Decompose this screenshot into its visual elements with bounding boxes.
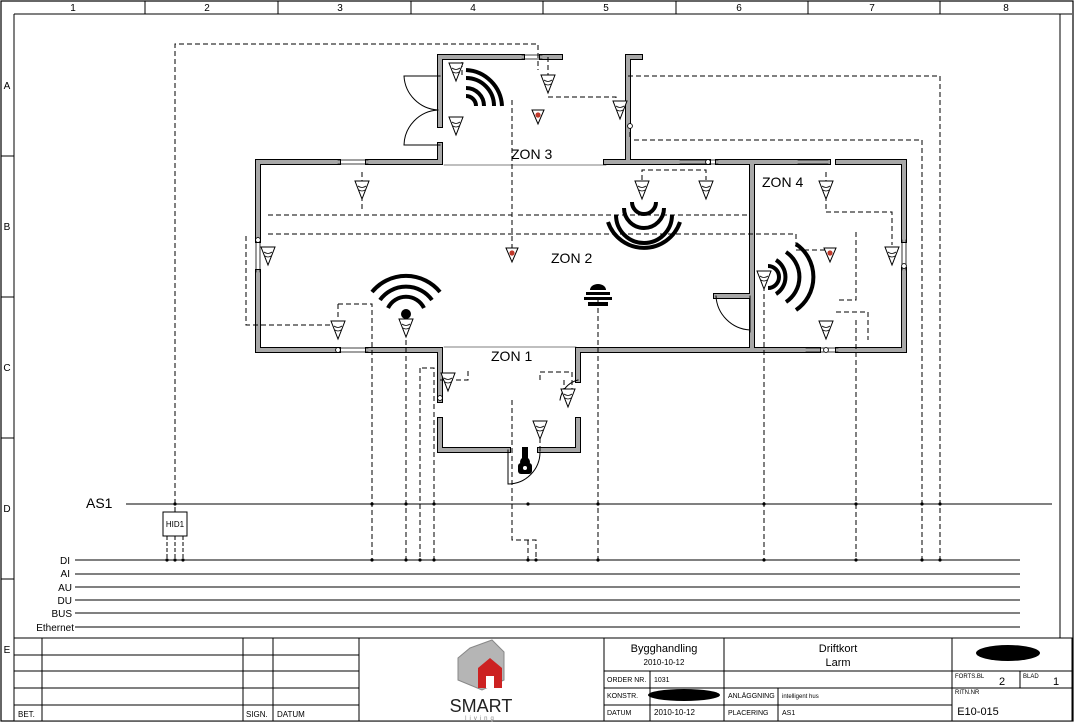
- redacted-name: [648, 689, 720, 701]
- zone-labels: ZON 3 ZON 4 ZON 2 ZON 1: [491, 146, 803, 364]
- door-contact-icon: [705, 159, 711, 165]
- ritnr-value: E10-015: [957, 706, 999, 718]
- datum-value: 2010-10-12: [654, 708, 695, 717]
- zone-label-3: ZON 3: [511, 146, 552, 162]
- order-label: ORDER NR.: [607, 677, 646, 684]
- wireless-icon: [370, 274, 442, 319]
- order-value: 1031: [654, 677, 670, 684]
- smoke-detector-icon: [531, 109, 545, 125]
- placering-label: PLACERING: [728, 710, 768, 717]
- document-type: Bygghandling: [631, 643, 698, 655]
- bet-label: BET.: [18, 710, 35, 719]
- pir-detector-icon: [884, 246, 900, 266]
- pir-detector-icon: [560, 388, 576, 408]
- pir-detector-icon: [818, 320, 834, 340]
- bus-line-label: DU: [58, 596, 72, 607]
- pir-detector-icon: [532, 420, 548, 440]
- logo-sub-text: living: [465, 716, 497, 722]
- smoke-detector-icon: [505, 247, 519, 263]
- blad-value: 1: [1053, 676, 1059, 688]
- pir-detector-icon: [448, 62, 464, 82]
- door-contact-icon: [823, 347, 829, 353]
- bus-line-label: BUS: [51, 609, 72, 620]
- bus-line-label: AU: [58, 583, 72, 594]
- pir-detector-icon: [260, 246, 276, 266]
- forts-value: 2: [999, 676, 1005, 688]
- pir-detector-icon: [398, 318, 414, 338]
- door-contact-icon: [901, 263, 907, 269]
- row-labels: A B C D E: [3, 81, 10, 656]
- document-date: 2010-10-12: [644, 658, 685, 667]
- floor-plan-walls: [255, 54, 907, 485]
- pir-detector-icon: [612, 100, 628, 120]
- row-label: A: [4, 81, 11, 92]
- hid1-label: HID1: [166, 520, 185, 529]
- wireless-icon: [606, 201, 682, 250]
- alarm-wiring: [174, 43, 941, 560]
- zone-label-4: ZON 4: [762, 174, 803, 190]
- pir-detector-icon: [818, 180, 834, 200]
- col-label: 2: [204, 3, 210, 14]
- wireless-icon: [767, 242, 816, 312]
- hid1-box: [162, 511, 188, 537]
- smart-living-logo: SMART living: [450, 639, 513, 722]
- door-contact-icon: [437, 395, 443, 401]
- sign-label: SIGN.: [246, 710, 268, 719]
- col-label: 5: [603, 3, 609, 14]
- row-label: E: [4, 645, 11, 656]
- bus-line-label: AI: [61, 569, 70, 580]
- title-block: BET. SIGN. DATUM SMART living Bygghandli…: [13, 637, 1073, 722]
- bus-system: AS1 HID1 DI AI AU DU BUS Ethernet: [36, 495, 1052, 634]
- zone-label-2: ZON 2: [551, 250, 592, 266]
- anlaggning-value: intelligent hus: [782, 694, 819, 700]
- door-contact-icon: [627, 123, 633, 129]
- siren-icon: [584, 284, 612, 306]
- pir-detector-icon: [440, 372, 456, 392]
- pir-detector-icon: [634, 180, 650, 200]
- col-label: 1: [70, 3, 76, 14]
- zone-label-1: ZON 1: [491, 348, 532, 364]
- bus-line-label: Ethernet: [36, 623, 74, 634]
- row-label: B: [4, 222, 11, 233]
- anlaggning-label: ANLÄGGNING: [728, 692, 775, 700]
- pir-detector-icon: [448, 116, 464, 136]
- door-contact-icon: [255, 237, 261, 243]
- forts-label: FORTS.BL: [955, 674, 985, 680]
- door-contact-icon: [335, 347, 341, 353]
- smoke-detector-icon: [823, 247, 837, 263]
- pir-detector-icon: [698, 180, 714, 200]
- pir-detector-icon: [540, 74, 556, 94]
- konstr-label: KONSTR.: [607, 693, 638, 700]
- row-label: C: [3, 363, 10, 374]
- key-switch-icon: [518, 447, 532, 474]
- as1-label: AS1: [86, 495, 113, 511]
- redacted-company: [976, 645, 1040, 661]
- col-label: 3: [337, 3, 343, 14]
- ritnr-label: RITN.NR: [955, 690, 980, 696]
- drawing-title-line2: Larm: [825, 657, 850, 669]
- blad-label: BLAD: [1023, 674, 1039, 680]
- drawing-title-line1: Driftkort: [819, 643, 858, 655]
- col-label: 8: [1003, 3, 1009, 14]
- col-label: 7: [869, 3, 875, 14]
- logo-main-text: SMART: [450, 696, 513, 716]
- datum-label-left: DATUM: [277, 710, 305, 719]
- bus-line-label: DI: [60, 556, 70, 567]
- wireless-icon: [465, 68, 504, 107]
- col-label: 4: [470, 3, 476, 14]
- pir-detector-icon: [330, 320, 346, 340]
- column-labels: 1 2 3 4 5 6 7 8: [70, 3, 1009, 14]
- pir-detector-icon: [354, 180, 370, 200]
- placering-value: AS1: [782, 710, 795, 717]
- datum-label: DATUM: [607, 710, 632, 717]
- row-label: D: [3, 504, 10, 515]
- col-label: 6: [736, 3, 742, 14]
